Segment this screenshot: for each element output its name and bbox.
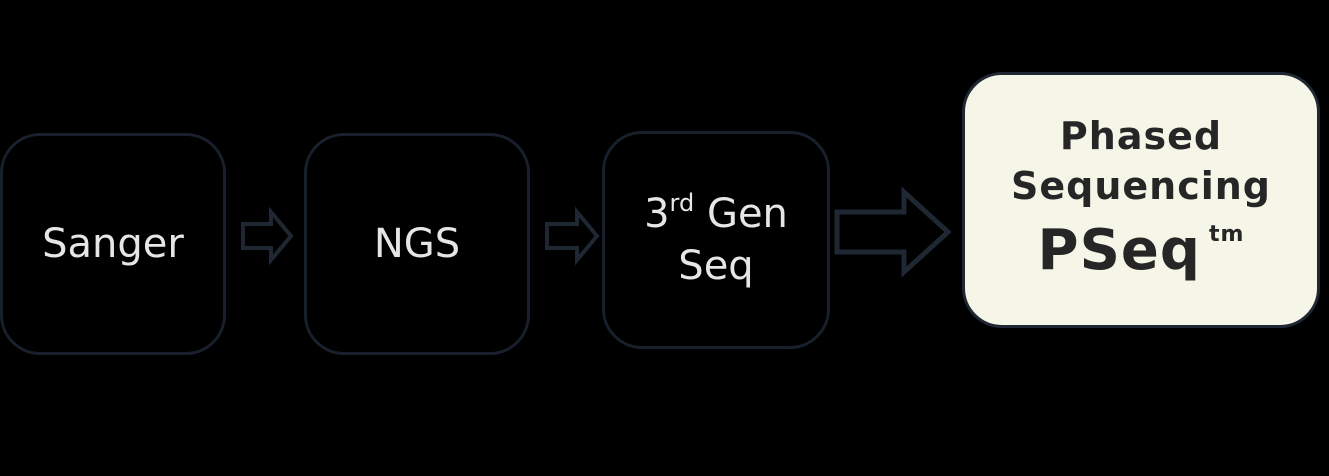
third-gen-seq-label: 3rd Gen Seq bbox=[644, 188, 788, 292]
sanger-label: Sanger bbox=[42, 221, 184, 267]
third-gen-number: 3 bbox=[644, 191, 670, 237]
pseq-brand-name: PSeq bbox=[1037, 217, 1201, 283]
ngs-box: NGS bbox=[304, 133, 530, 355]
trademark-mark: tm bbox=[1209, 221, 1245, 247]
arrow-right-icon bbox=[545, 206, 600, 266]
third-gen-rest: Gen bbox=[694, 191, 788, 237]
pseq-line2: Sequencing bbox=[1010, 163, 1272, 208]
arrow-right-icon bbox=[241, 206, 294, 266]
third-gen-suffix: rd bbox=[669, 189, 695, 217]
ngs-label: NGS bbox=[373, 221, 461, 267]
third-gen-line2: Seq bbox=[678, 243, 754, 289]
third-gen-line1: 3rd Gen bbox=[644, 188, 788, 240]
pseq-line1: Phased bbox=[1059, 114, 1223, 159]
third-gen-seq-box: 3rd Gen Seq bbox=[602, 131, 830, 349]
arrow-right-icon bbox=[834, 186, 952, 278]
sanger-box: Sanger bbox=[0, 133, 226, 355]
